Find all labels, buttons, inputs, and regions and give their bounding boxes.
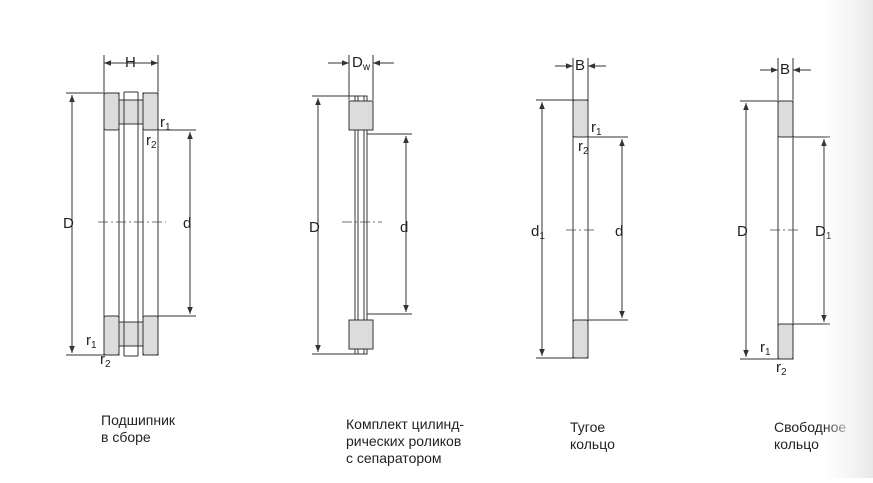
dim-housing-outer-label: D: [737, 223, 748, 240]
assembled-bearing-figure: H D d r1 r2 r1 r2: [63, 54, 196, 370]
radius-r2-label: r2: [578, 138, 589, 157]
caption-shaft-washer: Тугое кольцо: [570, 419, 615, 452]
dim-h-label: H: [125, 54, 136, 71]
dim-roller-diameter-label: Dw: [352, 54, 371, 73]
dim-d1-label: d1: [531, 223, 545, 242]
radius-r1-label: r1: [160, 114, 171, 133]
caption-assembled-bearing: Подшипник в сборе: [101, 412, 176, 445]
dim-bore-diameter-label: d: [183, 215, 191, 232]
radius-r1-label: r1: [760, 339, 771, 358]
radius-r2-label: r2: [146, 132, 157, 151]
roller-cage-figure: Dw D d: [309, 54, 412, 355]
dim-width-b-label: B: [575, 57, 585, 74]
dim-cage-bore-label: d: [400, 219, 408, 236]
radius-r2-label: r2: [776, 359, 787, 378]
radius-r2-bottom-label: r2: [100, 351, 111, 370]
housing-washer-figure: B D D1 r1 r2: [737, 58, 832, 378]
dim-width-b-label: B: [780, 61, 790, 78]
page-edge-shadow: [823, 0, 873, 478]
radius-r1-label: r1: [591, 119, 602, 138]
shaft-washer-figure: B d1 d r1 r2: [531, 57, 628, 359]
dim-cage-outer-label: D: [309, 219, 320, 236]
radius-r1-bottom-label: r1: [86, 332, 97, 351]
dim-outer-diameter-label: D: [63, 215, 74, 232]
dim-washer-bore-label: d: [615, 223, 623, 240]
caption-roller-cage: Комплект цилинд- рических роликов с сепа…: [346, 416, 465, 466]
